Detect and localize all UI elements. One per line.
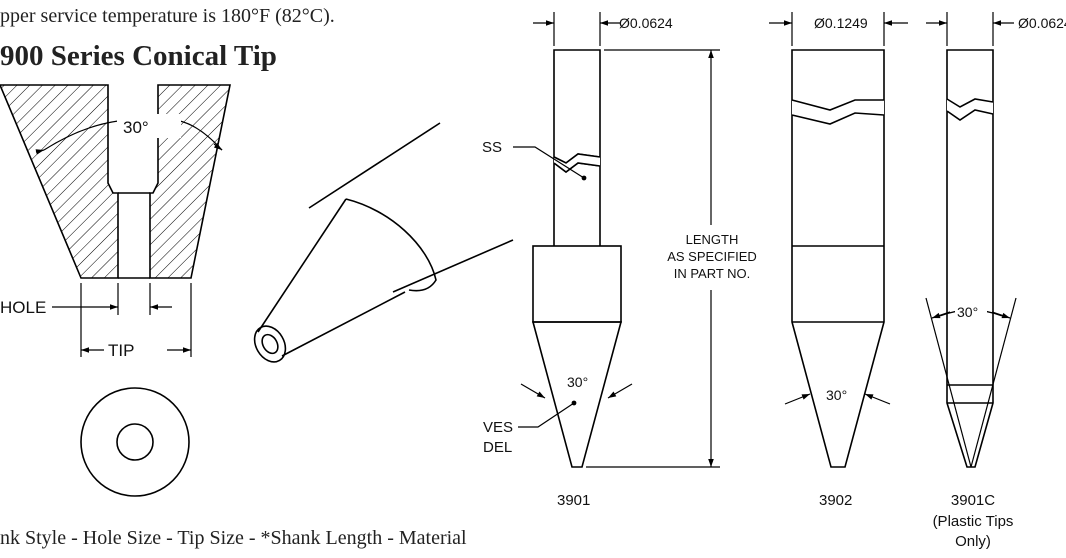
ves-label: VES <box>483 419 513 436</box>
length-label-line2: AS SPECIFIED <box>667 249 757 264</box>
tip-3902-angle: 30° <box>826 387 847 403</box>
tip-label: TIP <box>108 341 134 360</box>
section-wall-left <box>0 84 119 279</box>
tip-3902-diameter: Ø0.1249 <box>814 15 868 31</box>
tip-3901c-name: 3901C <box>951 492 995 509</box>
ss-label: SS <box>482 139 502 156</box>
conical-tip-isometric <box>253 122 514 363</box>
del-label: DEL <box>483 439 512 456</box>
service-temperature-text: pper service temperature is 180°F (82°C)… <box>0 5 335 27</box>
tip-3901c-angle: 30° <box>957 304 978 320</box>
tip-3901c-diameter: Ø0.0624 <box>1018 15 1066 31</box>
tip-3901c-drawing <box>925 12 1017 468</box>
ves-del-leader-dot <box>571 400 577 406</box>
tip-3902-drawing <box>769 12 908 468</box>
length-label-line3: IN PART NO. <box>674 266 751 281</box>
section-wall-right <box>149 84 231 279</box>
tip-3901c-note-line1: (Plastic Tips <box>933 513 1014 530</box>
tip-3901c-angle-bg <box>955 302 987 320</box>
hole-label: HOLE <box>0 298 46 317</box>
part-number-format-text: nk Style - Hole Size - Tip Size - *Shank… <box>0 527 467 549</box>
section-angle-label: 30° <box>123 118 149 137</box>
section-heading: 900 Series Conical Tip <box>0 40 277 72</box>
tip-3902-name: 3902 <box>819 492 852 509</box>
ss-leader-dot <box>581 175 587 181</box>
tip-end-view <box>80 387 190 497</box>
tip-3901-name: 3901 <box>557 492 590 509</box>
section-angle-label-bg <box>117 114 181 138</box>
tip-3901-diameter: Ø0.0624 <box>619 15 673 31</box>
tip-3901-angle: 30° <box>567 374 588 390</box>
length-label-line1: LENGTH <box>686 232 739 247</box>
tip-3901c-note-line2: Only) <box>955 533 991 550</box>
tip-3901-drawing <box>513 12 720 468</box>
